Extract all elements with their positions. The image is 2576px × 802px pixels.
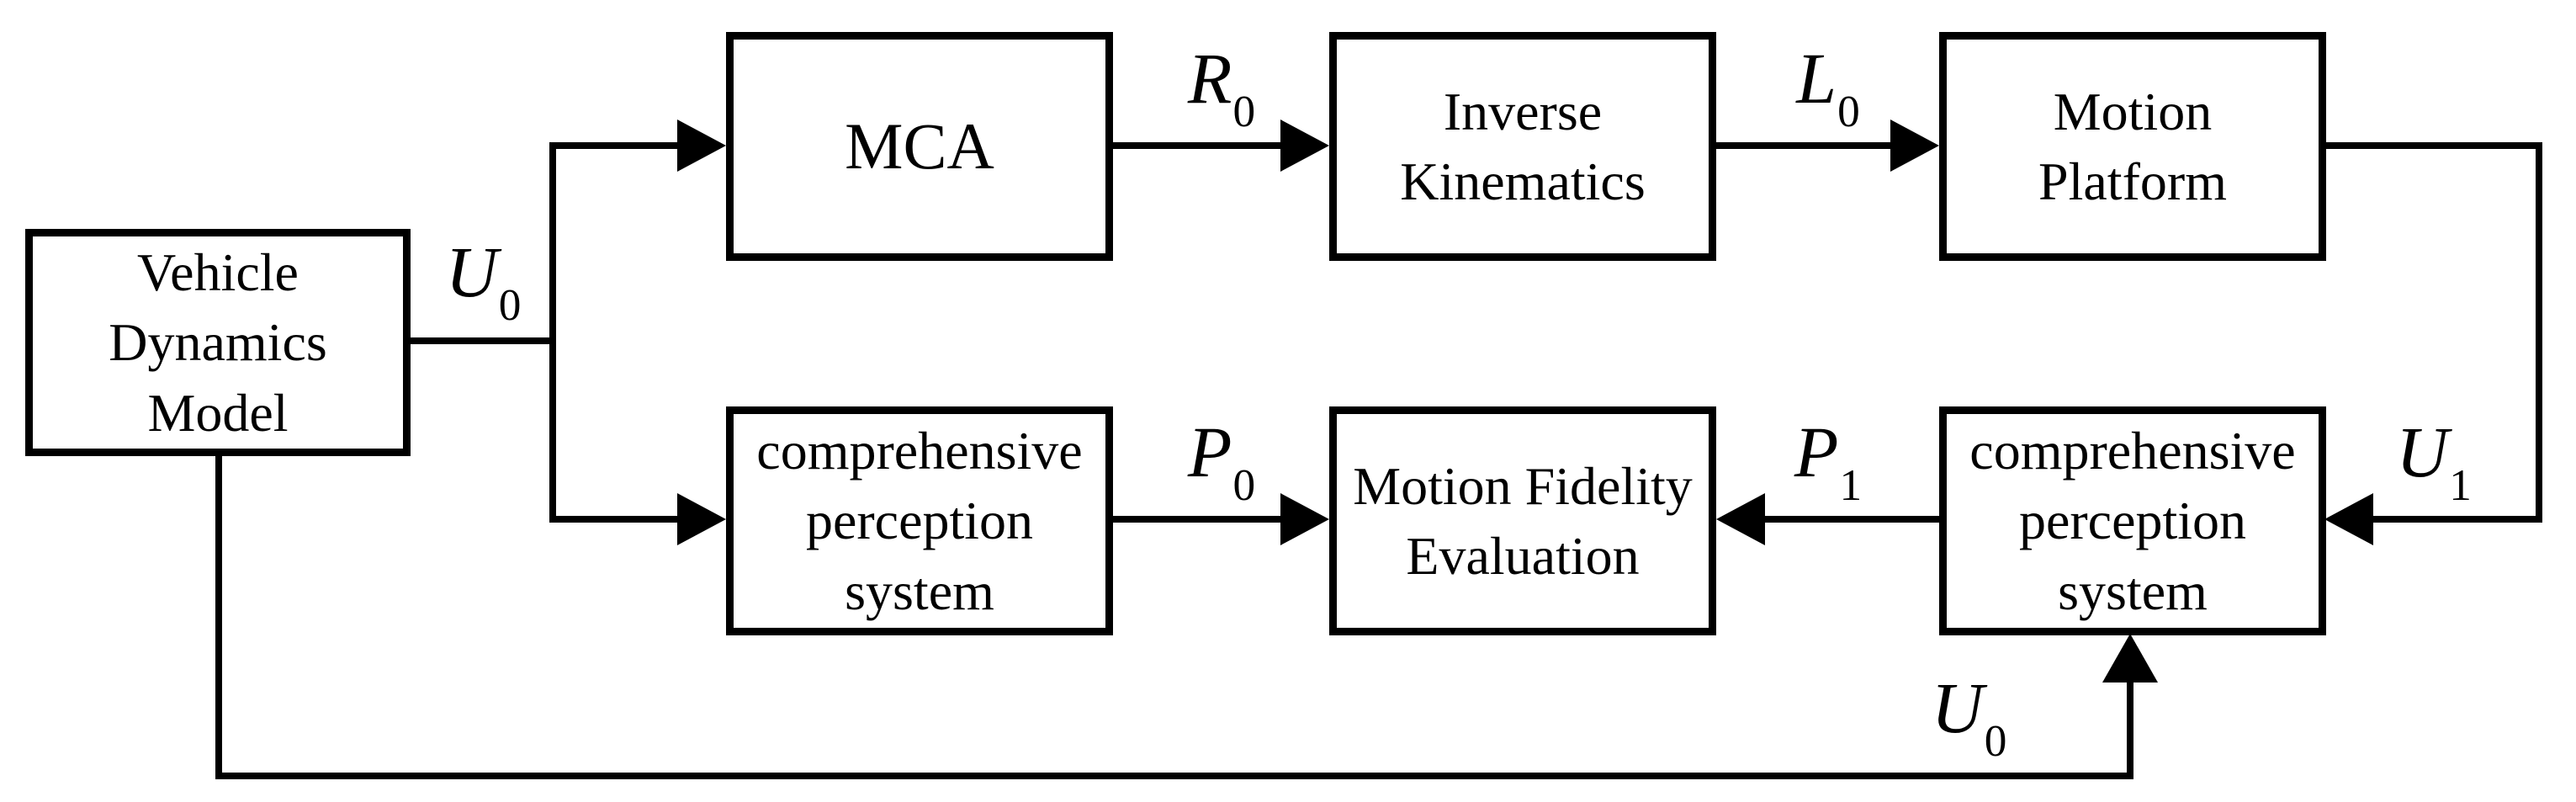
label-p0: P0 xyxy=(1113,412,1329,507)
line-p0-to-evaluation xyxy=(1113,516,1280,523)
arrowhead-into-perception-right xyxy=(2324,493,2373,545)
label-p0-base: P xyxy=(1187,412,1232,492)
label-u0-feedback: U0 xyxy=(1817,667,2120,762)
label-p1-base: P xyxy=(1794,412,1839,492)
arrowhead-into-perception-left xyxy=(677,493,726,545)
line-l0-ik-to-platform xyxy=(1716,142,1890,149)
label-u0-feedback-base: U xyxy=(1931,667,1984,748)
arrowhead-into-evaluation-left xyxy=(1280,493,1329,545)
box-vehicle-dynamics-model-label: Vehicle Dynamics Model xyxy=(109,242,327,443)
arrowhead-into-perception-bottom xyxy=(2102,634,2158,682)
label-p1-sub: 1 xyxy=(1839,459,1863,510)
box-motion-platform-label: Motion Platform xyxy=(2038,81,2227,211)
line-vdm-output xyxy=(410,337,556,344)
box-comprehensive-perception-system-left: comprehensive perception system xyxy=(726,406,1113,635)
box-comprehensive-perception-system-right-label: comprehensive perception system xyxy=(1969,421,2296,621)
label-u0-main-sub: 0 xyxy=(498,279,522,330)
line-p1-to-evaluation xyxy=(1765,516,1939,523)
line-u0-branch-vertical xyxy=(549,142,556,523)
label-r0-sub: 0 xyxy=(1232,85,1256,136)
arrowhead-into-motion-platform xyxy=(1890,120,1939,172)
label-u0-feedback-sub: 0 xyxy=(1984,714,2007,766)
label-r0: R0 xyxy=(1113,38,1329,133)
box-mca-label: MCA xyxy=(845,109,994,183)
label-r0-base: R xyxy=(1187,38,1232,119)
line-u0-to-perception xyxy=(549,516,679,523)
line-u1-vertical xyxy=(2536,142,2542,523)
arrowhead-into-inverse-kinematics xyxy=(1280,120,1329,172)
arrowhead-into-evaluation-right xyxy=(1716,493,1765,545)
label-u1-base: U xyxy=(2396,412,2449,492)
line-u0-feedback-bottom xyxy=(215,773,2133,779)
label-u1: U1 xyxy=(2324,412,2542,507)
box-inverse-kinematics-label: Inverse Kinematics xyxy=(1400,81,1646,211)
arrowhead-into-mca xyxy=(677,120,726,172)
box-comprehensive-perception-system-right: comprehensive perception system xyxy=(1939,406,2326,635)
label-l0: L0 xyxy=(1716,38,1939,133)
label-u1-sub: 1 xyxy=(2449,459,2472,510)
box-mca: MCA xyxy=(726,32,1113,261)
box-vehicle-dynamics-model: Vehicle Dynamics Model xyxy=(25,229,411,456)
label-u0-main-base: U xyxy=(445,231,498,312)
box-motion-platform: Motion Platform xyxy=(1939,32,2326,261)
label-u0-main: U0 xyxy=(410,231,556,327)
box-motion-fidelity-evaluation-label: Motion Fidelity Evaluation xyxy=(1353,455,1693,586)
box-comprehensive-perception-system-left-label: comprehensive perception system xyxy=(756,421,1083,621)
line-u1-to-perception xyxy=(2373,516,2542,523)
line-r0-mca-to-ik xyxy=(1113,142,1280,149)
label-l0-sub: 0 xyxy=(1837,85,1860,136)
line-platform-output xyxy=(2324,142,2542,149)
line-u0-feedback-vertical-left xyxy=(215,456,222,779)
line-u0-to-mca xyxy=(549,142,679,149)
label-p0-sub: 0 xyxy=(1232,459,1256,510)
line-u0-feedback-vertical-right xyxy=(2127,678,2133,779)
label-p1: P1 xyxy=(1716,412,1939,507)
label-l0-base: L xyxy=(1796,38,1837,119)
box-motion-fidelity-evaluation: Motion Fidelity Evaluation xyxy=(1329,406,1716,635)
box-inverse-kinematics: Inverse Kinematics xyxy=(1329,32,1716,261)
